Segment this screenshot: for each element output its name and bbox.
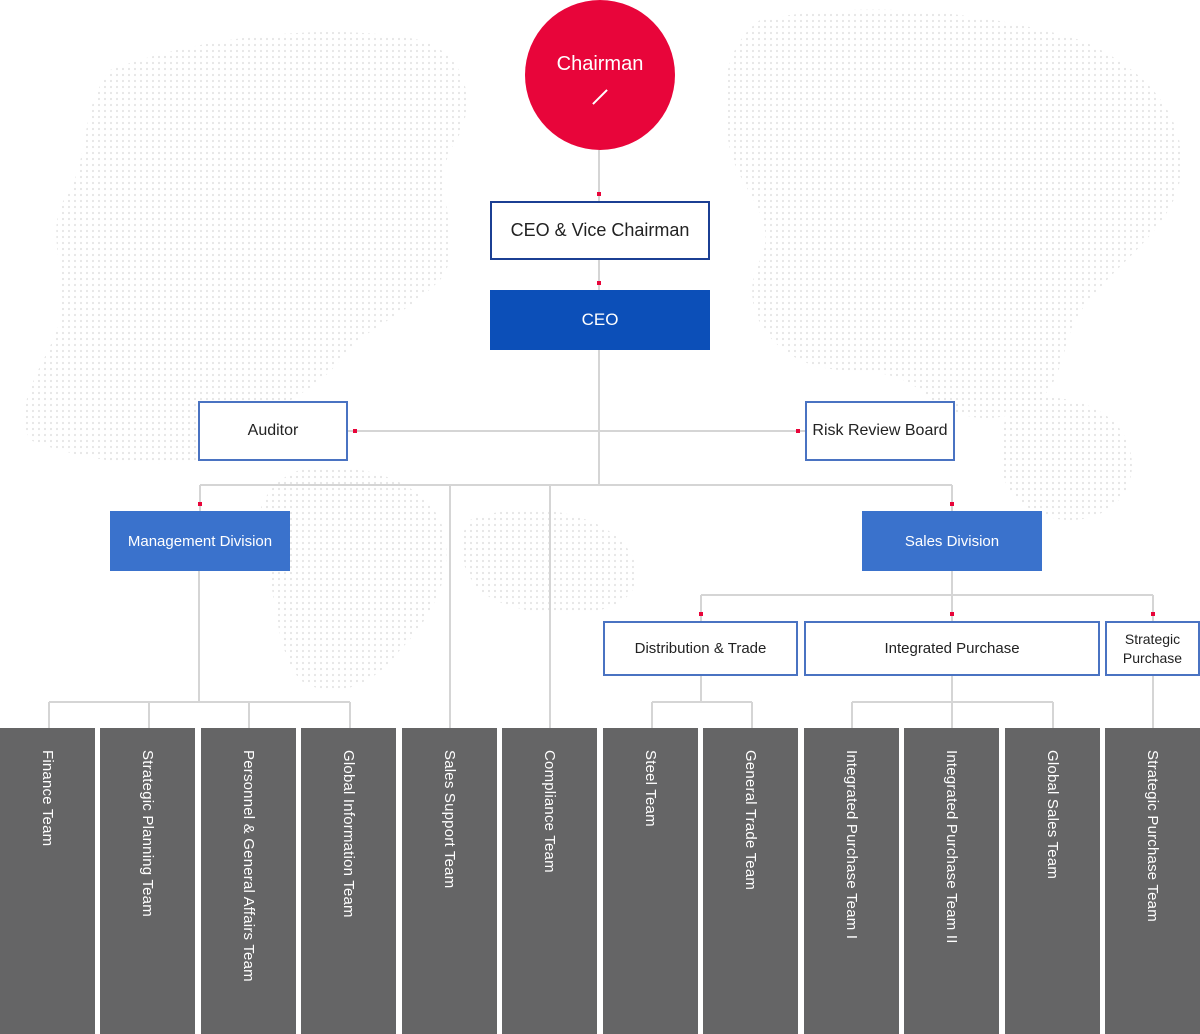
distribution-trade-node: Distribution & Trade xyxy=(603,621,798,676)
team-label: Compliance Team xyxy=(541,750,558,873)
strategic-purchase-label-line2: Purchase xyxy=(1122,649,1183,666)
team-label: Integrated Purchase Team II xyxy=(943,750,960,944)
sales-division-label: Sales Division xyxy=(904,532,1000,550)
team-integrated-purchase-1: Integrated Purchase Team I xyxy=(804,728,899,1034)
slash-icon xyxy=(592,88,608,105)
management-division-node: Management Division xyxy=(110,511,290,571)
sales-division-node: Sales Division xyxy=(862,511,1042,571)
ceo-label: CEO xyxy=(581,310,619,329)
team-label: Finance Team xyxy=(39,750,56,847)
team-label: Personnel & General Affairs Team xyxy=(240,750,257,982)
risk-review-board-label: Risk Review Board xyxy=(812,422,948,439)
management-division-label: Management Division xyxy=(127,532,273,550)
team-strategic-purchase: Strategic Purchase Team xyxy=(1105,728,1200,1034)
team-global-sales: Global Sales Team xyxy=(1005,728,1100,1034)
distribution-trade-label: Distribution & Trade xyxy=(634,640,767,657)
team-label: Integrated Purchase Team I xyxy=(843,750,860,940)
team-label: Steel Team xyxy=(642,750,659,827)
team-finance: Finance Team xyxy=(0,728,95,1034)
team-steel: Steel Team xyxy=(603,728,698,1034)
ceo-node: CEO xyxy=(490,290,710,350)
strategic-purchase-label-line1: Strategic xyxy=(1124,630,1181,647)
team-strategic-planning: Strategic Planning Team xyxy=(100,728,195,1034)
team-label: Global Sales Team xyxy=(1044,750,1061,880)
strategic-purchase-node: Strategic Purchase xyxy=(1105,621,1200,676)
ceo-vice-chairman-label: CEO & Vice Chairman xyxy=(510,220,690,240)
team-compliance: Compliance Team xyxy=(502,728,597,1034)
auditor-node: Auditor xyxy=(198,401,348,461)
risk-review-board-node: Risk Review Board xyxy=(805,401,955,461)
team-label: Strategic Planning Team xyxy=(139,750,156,917)
team-global-information: Global Information Team xyxy=(301,728,396,1034)
team-label: Strategic Purchase Team xyxy=(1144,750,1161,922)
chairman-node: Chairman xyxy=(525,0,675,150)
team-label: Sales Support Team xyxy=(441,750,458,889)
integrated-purchase-node: Integrated Purchase xyxy=(804,621,1100,676)
team-label: Global Information Team xyxy=(340,750,357,918)
team-personnel-general-affairs: Personnel & General Affairs Team xyxy=(201,728,296,1034)
ceo-vice-chairman-node: CEO & Vice Chairman xyxy=(490,201,710,260)
auditor-label: Auditor xyxy=(247,422,299,439)
team-label: General Trade Team xyxy=(742,750,759,891)
integrated-purchase-label: Integrated Purchase xyxy=(884,640,1020,657)
team-integrated-purchase-2: Integrated Purchase Team II xyxy=(904,728,999,1034)
team-sales-support: Sales Support Team xyxy=(402,728,497,1034)
team-general-trade: General Trade Team xyxy=(703,728,798,1034)
chairman-label: Chairman xyxy=(556,52,644,75)
